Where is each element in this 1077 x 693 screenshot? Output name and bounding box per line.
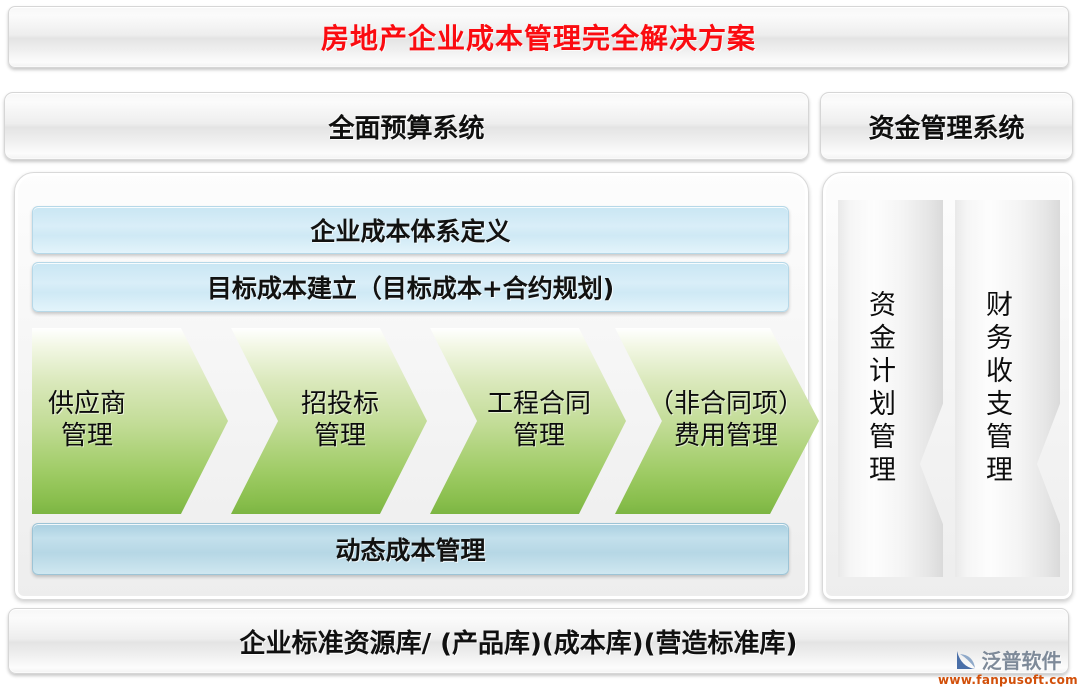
target-cost-setup-label: 目标成本建立（目标成本+合约规划) (206, 274, 615, 303)
cost-system-definition-bar[interactable]: 企业成本体系定义 (32, 206, 789, 254)
target-cost-setup-bar[interactable]: 目标成本建立（目标成本+合约规划) (32, 262, 789, 312)
step-line-1: 供应商 (48, 389, 127, 420)
process-step-supplier-management[interactable]: 供应商 管理 (32, 328, 228, 514)
step-line-2: 管理 (61, 421, 114, 451)
budget-system-header[interactable]: 全面预算系统 (4, 92, 809, 160)
step-line-1: 工程合同 (486, 389, 591, 420)
step-line-1: （非合同项） (647, 389, 804, 420)
process-step-noncontract-expense-management-label: （非合同项） 费用管理 (648, 389, 804, 452)
budget-system-header-label: 全面预算系统 (328, 113, 485, 144)
step-line-2: 管理 (512, 421, 565, 451)
dynamic-cost-management-bar[interactable]: 动态成本管理 (32, 523, 789, 575)
fund-item-financial-income-expense-management-label: 财务收支管理 (981, 289, 1012, 488)
step-line-2: 管理 (313, 421, 366, 451)
step-line-1: 招投标 (300, 389, 379, 420)
fund-system-header-label: 资金管理系统 (868, 113, 1025, 144)
standard-resource-library-bar[interactable]: 企业标准资源库/ (产品库)(成本库)(营造标准库) (8, 608, 1069, 674)
process-step-noncontract-expense-management[interactable]: （非合同项） 费用管理 (615, 328, 819, 514)
step-line-2: 费用管理 (673, 421, 778, 451)
fund-system-header[interactable]: 资金管理系统 (820, 92, 1073, 160)
page-title: 房地产企业成本管理完全解决方案 (320, 22, 756, 55)
page-title-bar: 房地产企业成本管理完全解决方案 (8, 6, 1069, 68)
fund-item-financial-income-expense-management[interactable]: 财务收支管理 (955, 200, 1060, 577)
process-step-supplier-management-label: 供应商 管理 (48, 389, 126, 452)
process-step-bidding-management-label: 招投标 管理 (301, 389, 379, 452)
watermark-url: www.fanpusoft.com (938, 673, 1077, 687)
fund-item-fund-plan-management[interactable]: 资金计划管理 (838, 200, 943, 577)
standard-resource-library-label: 企业标准资源库/ (产品库)(成本库)(营造标准库) (239, 628, 798, 659)
dynamic-cost-management-label: 动态成本管理 (335, 536, 486, 565)
process-step-engineering-contract-management-label: 工程合同 管理 (487, 389, 591, 452)
cost-system-definition-label: 企业成本体系定义 (310, 217, 511, 246)
fund-item-fund-plan-management-label: 资金计划管理 (864, 289, 895, 488)
